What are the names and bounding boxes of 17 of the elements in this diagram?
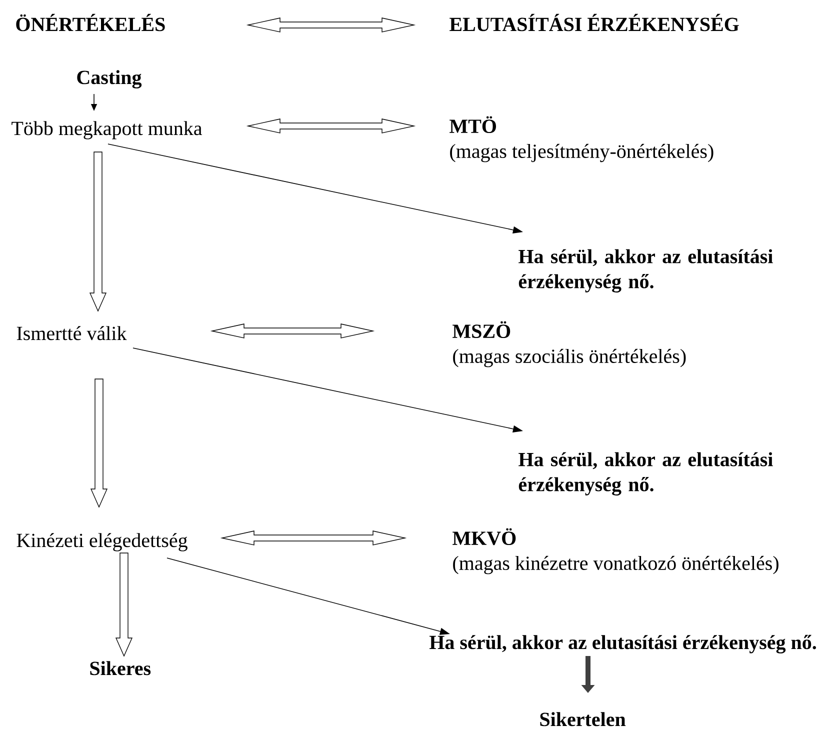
heading-text: ÖNÉRTÉKELÉS <box>16 14 165 32</box>
concept-text: MSZÖ (magas szociális önértékelés) <box>452 321 686 368</box>
concept-label: Kinézeti elégedettség <box>16 533 188 552</box>
concept-label: Több megkapott munka <box>12 121 202 140</box>
hollow-arrow <box>89 152 107 312</box>
concept-label: Casting <box>77 70 142 88</box>
concept-label: Ha sérül, akkor az elutasítási érzékenység nő. <box>518 249 773 292</box>
concept-text: MKVÖ (magas kinézetre vonatkozó önértékelés) <box>452 528 778 574</box>
concept-label: Ha sérül, akkor az elutasítási érzékenység nő. <box>518 452 773 496</box>
concept-label: Sikeres <box>90 661 151 676</box>
hollow-arrow <box>115 552 133 657</box>
concept-label: Ismertté válik <box>16 326 127 340</box>
concept-label: Sikertelen <box>540 712 626 726</box>
heading-text: ELUTASÍTÁSI ÉRZÉKENYSÉG <box>450 14 739 32</box>
concept-label: Ha sérül, akkor az elutasítási érzékenység nő. <box>429 634 816 654</box>
hollow-arrow <box>90 378 108 508</box>
concept-text: MTÖ (magas teljesítmény-önértékelés) <box>450 116 714 162</box>
